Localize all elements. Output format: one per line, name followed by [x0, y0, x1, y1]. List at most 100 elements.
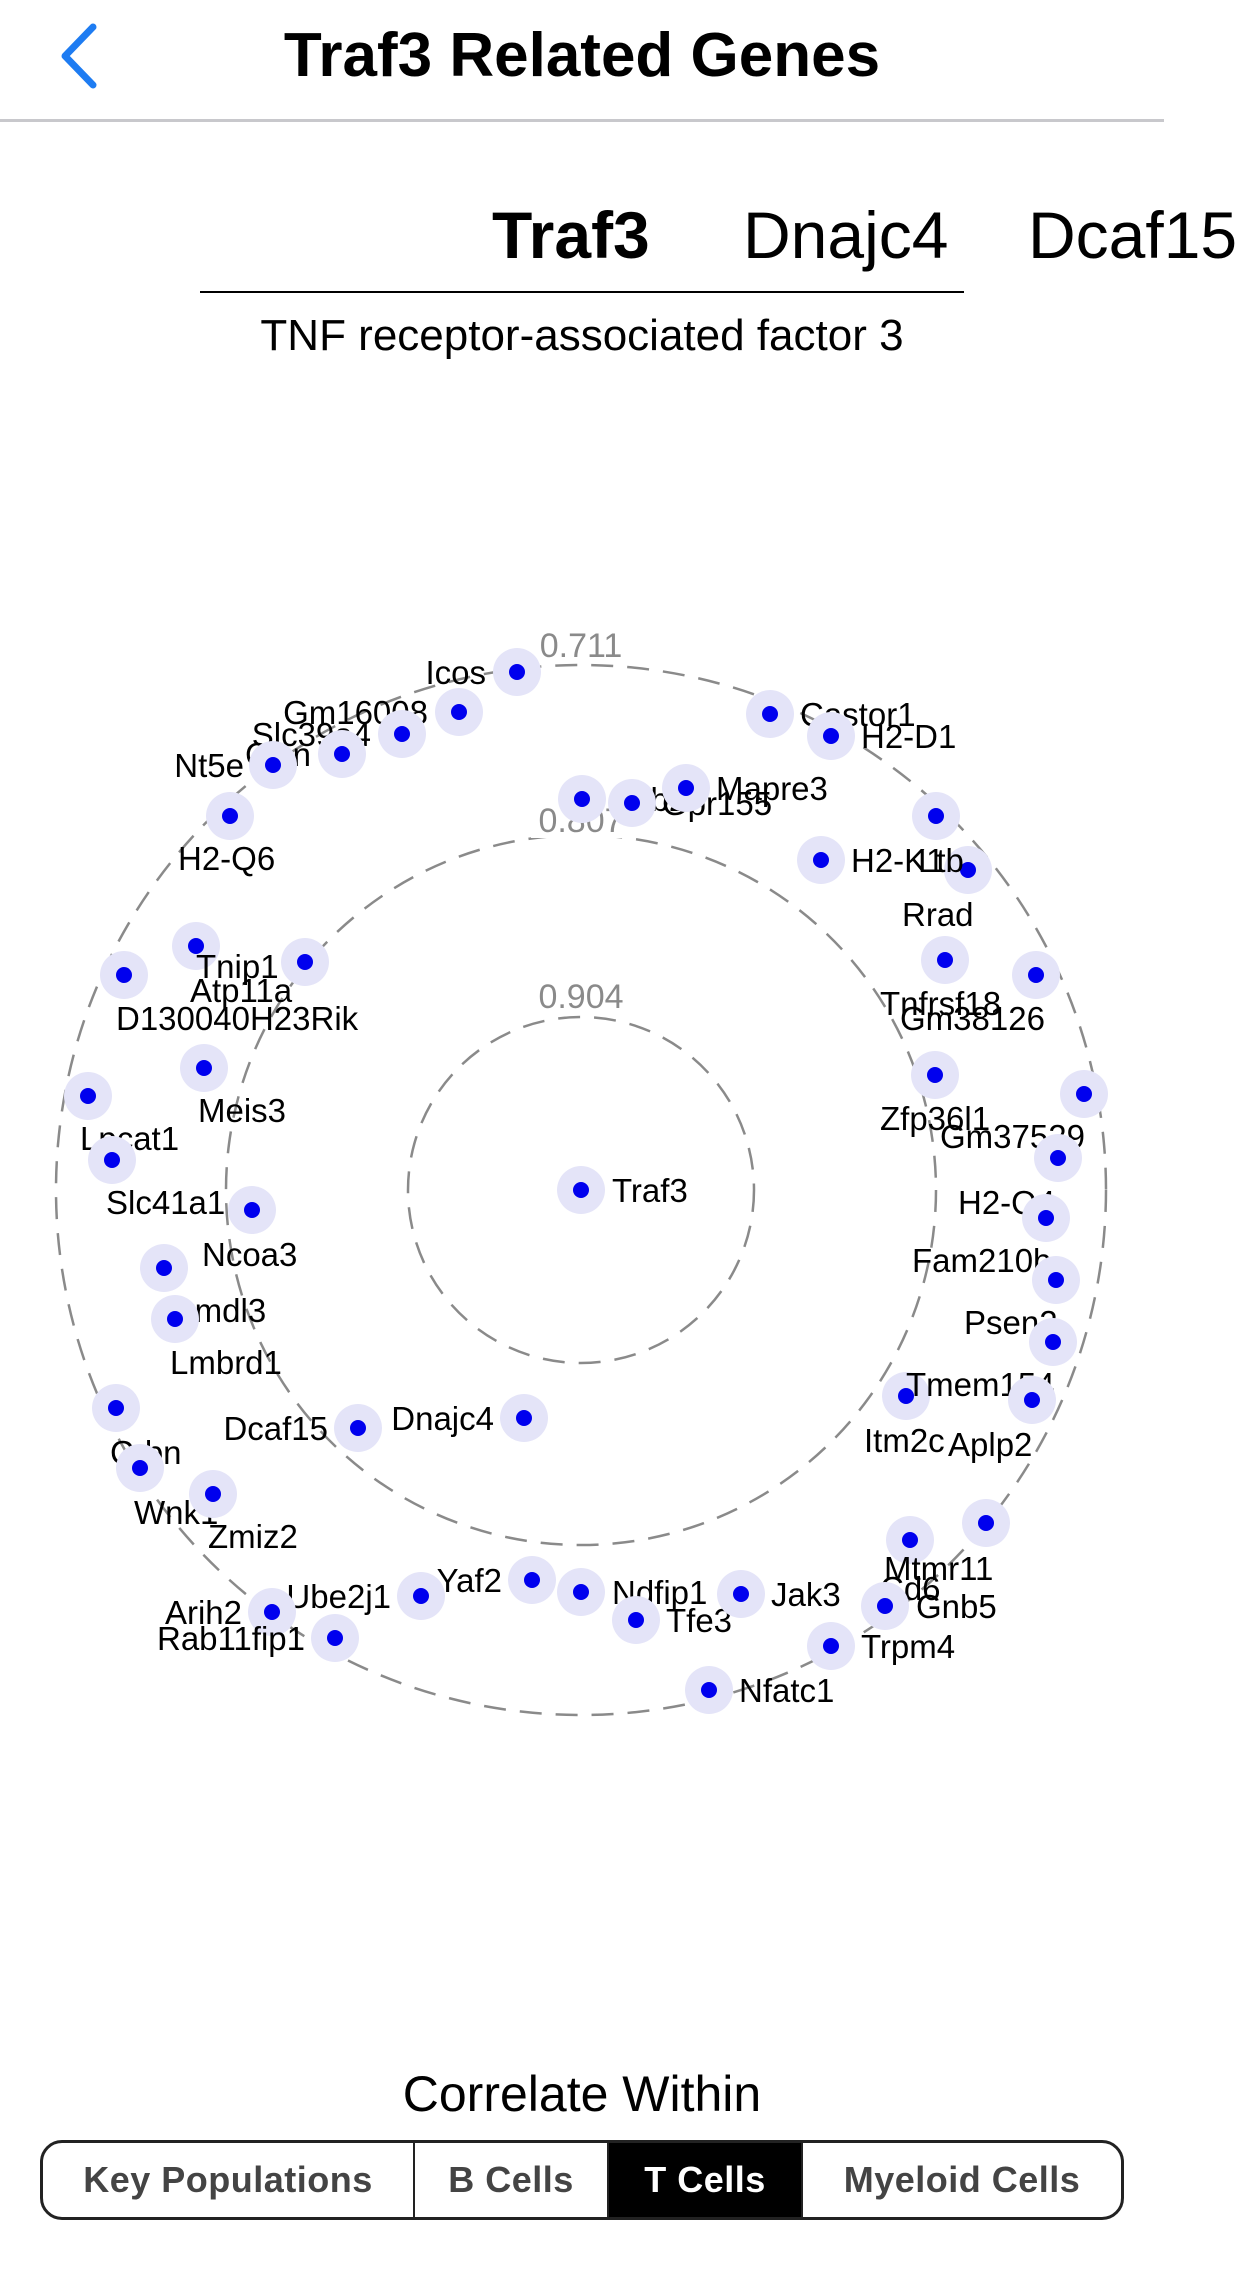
tab-traf3[interactable]: Traf3 [492, 198, 650, 272]
gene-node-label: Gnb5 [916, 1588, 997, 1625]
gene-node-jak3[interactable]: Jak3 [717, 1570, 841, 1618]
gene-node-ncoa3[interactable]: Ncoa3 [202, 1186, 297, 1273]
back-button[interactable] [44, 14, 114, 98]
gene-node-dot [264, 1604, 280, 1620]
gene-node-dot [1050, 1150, 1066, 1166]
gene-node-icos[interactable]: Icos [425, 648, 541, 696]
gene-node-dcaf15[interactable]: Dcaf15 [223, 1404, 382, 1452]
gene-node-h2-k1[interactable]: H2-K1 [797, 836, 945, 884]
gene-node-zmiz2[interactable]: Zmiz2 [189, 1470, 298, 1555]
gene-node-label: Fam210b [912, 1242, 1051, 1279]
gene-node-dot [1028, 967, 1044, 983]
gene-node-dot [132, 1460, 148, 1476]
gene-node-label: Ltb [918, 842, 964, 879]
gene-node-dot [394, 726, 410, 742]
gene-node-label: D130040H23Rik [116, 1000, 359, 1037]
gene-node-mtmr11[interactable]: Mtmr11 [884, 1516, 993, 1587]
segment-b-cells[interactable]: B Cells [415, 2143, 609, 2217]
gene-node-dot [624, 795, 640, 811]
gene-node-h2-d1[interactable]: H2-D1 [807, 712, 956, 760]
gene-node-arih2[interactable]: Arih2 [165, 1588, 296, 1636]
gene-node-ndfip1[interactable]: Ndfip1 [557, 1568, 707, 1616]
gene-node-tfe3[interactable]: Tfe3 [612, 1596, 732, 1644]
tab-dnajc4[interactable]: Dnajc4 [743, 198, 949, 272]
gene-node-label: Slc41a1 [106, 1184, 225, 1221]
navigation-bar: Traf3 Related Genes [0, 0, 1164, 122]
gene-node-d130040h23rik[interactable]: D130040H23Rik [100, 951, 359, 1037]
gene-node-lmbrd1[interactable]: Lmbrd1 [151, 1295, 282, 1381]
segment-key-populations[interactable]: Key Populations [43, 2143, 415, 2217]
gene-node-atp11a[interactable]: Atp11a [190, 938, 329, 1009]
gene-node-dot [524, 1572, 540, 1588]
gene-node-dot [762, 706, 778, 722]
gene-node-dot [108, 1400, 124, 1416]
gene-node-label: Meis3 [198, 1092, 286, 1129]
gene-node-aplp2[interactable]: Aplp2 [948, 1318, 1077, 1463]
gene-node-label: Lmbrd1 [170, 1344, 282, 1381]
correlation-radial-plot: 0.9040.8070.711Traf3IcosGm16008Slc39a4Cl… [54, 623, 1108, 1717]
gene-node-label: Traf3 [612, 1172, 688, 1209]
gene-node-dot [1045, 1334, 1061, 1350]
gene-node-dot [167, 1311, 183, 1327]
gene-node-dot [823, 1638, 839, 1654]
gene-node-dot [196, 1060, 212, 1076]
gene-node-dot [733, 1586, 749, 1602]
gene-node-zfp36l1[interactable]: Zfp36l1 [880, 1051, 990, 1137]
gene-node-dnajc4[interactable]: Dnajc4 [391, 1394, 548, 1442]
tab-dcaf15[interactable]: Dcaf15 [1028, 198, 1237, 272]
gene-node-traf3[interactable]: Traf3 [557, 1166, 688, 1214]
gene-node-tnfrsf18[interactable]: Tnfrsf18 [880, 936, 1001, 1022]
gene-node-dot [116, 967, 132, 983]
correlate-within-title: Correlate Within [402, 2066, 762, 2122]
gene-node-label: Nt5e [174, 747, 244, 784]
gene-node-gnb5[interactable]: Gnb5 [861, 1582, 997, 1630]
gene-node-castor1[interactable]: Castor1 [746, 690, 916, 738]
gene-node-label: Dnajc4 [391, 1400, 494, 1437]
gene-node-label: Jak3 [771, 1576, 841, 1613]
gene-node-gm38126[interactable]: Gm38126 [900, 951, 1060, 1037]
ring-label-background [531, 974, 631, 1014]
gene-node-ube2j1[interactable]: Ube2j1 [286, 1572, 445, 1620]
gene-node-meis3[interactable]: Meis3 [180, 1044, 286, 1129]
gene-node-psen2[interactable]: Psen2 [964, 1256, 1080, 1341]
gene-node-rab11fip1[interactable]: Rab11fip1 [157, 1614, 359, 1662]
page-title: Traf3 Related Genes [283, 21, 881, 90]
gene-node-ltb[interactable]: Ltb [918, 842, 992, 894]
gene-node-trpm4[interactable]: Trpm4 [807, 1622, 955, 1670]
gene-tab-strip[interactable]: Traf3 Dnajc4 Dcaf15 [0, 190, 1237, 290]
gene-node-dot [573, 1584, 589, 1600]
gene-node-dot [960, 862, 976, 878]
gene-node-dot [902, 1532, 918, 1548]
gene-node-label: Gm38126 [900, 1000, 1045, 1037]
gene-node-dot [244, 1202, 260, 1218]
gene-node-dot [978, 1515, 994, 1531]
segment-t-cells[interactable]: T Cells [609, 2143, 803, 2217]
gene-node-label: Nfatc1 [739, 1672, 834, 1709]
gene-node-rrad[interactable]: Rrad [902, 792, 974, 933]
gene-node-h2-q6[interactable]: H2-Q6 [178, 792, 275, 877]
gene-node-nfatc1[interactable]: Nfatc1 [685, 1666, 834, 1714]
gene-node-tmem154[interactable]: Tmem154 [882, 1366, 1055, 1420]
gene-node-dot [451, 704, 467, 720]
gene-node-slc41a1[interactable]: Slc41a1 [88, 1136, 225, 1221]
gene-node-fam210b[interactable]: Fam210b [912, 1194, 1070, 1279]
gene-node-nt5e[interactable]: Nt5e [174, 741, 297, 789]
gene-node-dot [927, 1067, 943, 1083]
gene-node-itm2c[interactable]: Itm2c [864, 1376, 1056, 1459]
gene-node-yaf2[interactable]: Yaf2 [437, 1556, 556, 1604]
gene-node-label: Ncoa3 [202, 1236, 297, 1273]
gene-node-dot [188, 938, 204, 954]
gene-node-label: Icos [425, 654, 486, 691]
gene-node-mapre3[interactable]: Mapre3 [662, 764, 828, 812]
gene-node-tnip1[interactable]: Tnip1 [172, 922, 279, 985]
gene-node-label: Zmiz2 [208, 1518, 298, 1555]
chevron-left-icon [61, 23, 97, 89]
gene-node-label: Arih2 [165, 1594, 242, 1631]
gene-node-label: H2-D1 [861, 718, 956, 755]
gene-node-label: Mtmr11 [884, 1550, 993, 1587]
correlate-within-segmented-control: Key Populations B Cells T Cells Myeloid … [40, 2140, 1124, 2220]
gene-node-label: Zfp36l1 [880, 1100, 990, 1137]
segment-myeloid-cells[interactable]: Myeloid Cells [843, 2159, 1081, 2200]
gene-node-dot [265, 757, 281, 773]
gene-node-dot [701, 1682, 717, 1698]
